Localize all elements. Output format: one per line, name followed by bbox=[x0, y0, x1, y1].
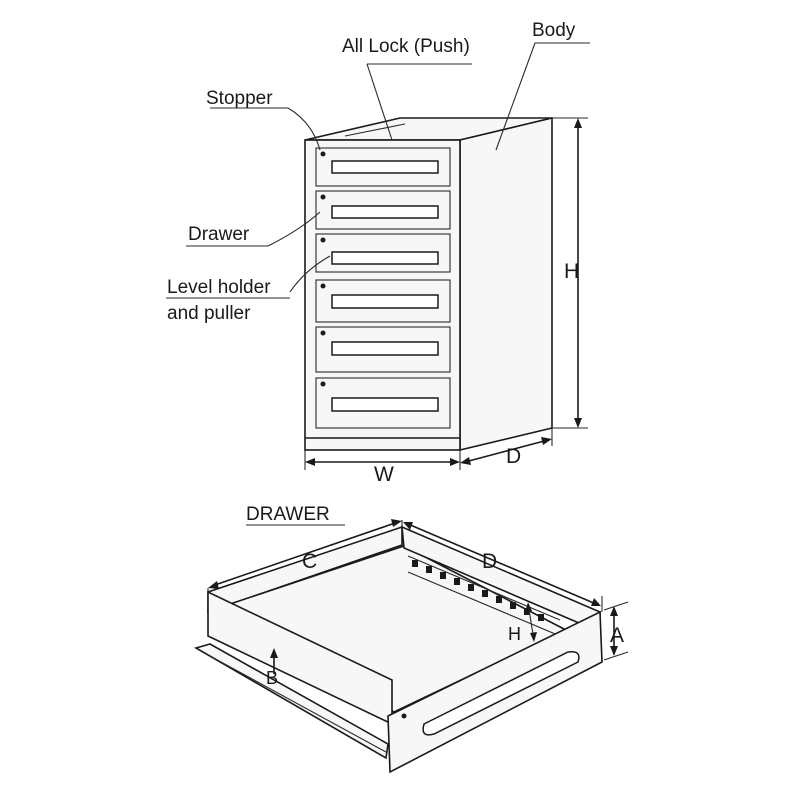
cabinet-drawer-2 bbox=[315, 190, 451, 230]
cabinet-side bbox=[459, 116, 553, 452]
dimension-b bbox=[270, 648, 278, 674]
dimension-d-drawer bbox=[403, 522, 603, 612]
drawer-handle bbox=[331, 251, 439, 265]
dim-w-label: W bbox=[374, 463, 394, 486]
all-lock-label: All Lock (Push) bbox=[342, 36, 470, 57]
dim-h-drawer-label: H bbox=[508, 624, 521, 644]
dimension-h bbox=[552, 117, 588, 429]
cabinet-drawer-1 bbox=[315, 147, 451, 187]
cabinet-drawer-3 bbox=[315, 233, 451, 273]
level-holder-label: Level holder bbox=[167, 277, 271, 298]
stopper-dot bbox=[320, 283, 326, 289]
cabinet-drawer-6 bbox=[315, 377, 451, 429]
drawer-handle bbox=[331, 397, 439, 412]
stopper-dot bbox=[320, 237, 326, 243]
cabinet-drawer-5 bbox=[315, 326, 451, 373]
body-label: Body bbox=[532, 20, 576, 41]
dim-h-label: H bbox=[564, 260, 579, 283]
dim-d-drawer-label: D bbox=[482, 550, 497, 573]
drawer-label: Drawer bbox=[188, 224, 250, 245]
cabinet: All Lock (Push) Body Stopper Drawer Leve… bbox=[166, 20, 590, 486]
stopper-dot bbox=[320, 330, 326, 336]
dimension-h-drawer bbox=[525, 602, 537, 642]
drawer-handle bbox=[331, 205, 439, 219]
leader-lines bbox=[166, 42, 590, 299]
stopper-dot bbox=[320, 194, 326, 200]
dim-a-label: A bbox=[610, 624, 624, 647]
drawer-handle bbox=[331, 341, 439, 356]
cabinet-drawer-4 bbox=[315, 279, 451, 323]
drawer-handle bbox=[331, 160, 439, 174]
dimension-a bbox=[603, 601, 629, 661]
dimension-c bbox=[207, 519, 403, 610]
dim-d-label: D bbox=[506, 445, 521, 468]
dim-c-label: C bbox=[302, 550, 317, 573]
dimension-w bbox=[304, 450, 461, 470]
dim-b-label: B bbox=[266, 668, 278, 688]
and-puller-label: and puller bbox=[167, 303, 251, 324]
drawer-title: DRAWER bbox=[246, 504, 330, 525]
drawer-handle-slot bbox=[422, 650, 580, 736]
stopper-dot bbox=[320, 381, 326, 387]
drawer-stack bbox=[315, 147, 451, 429]
dimension-d bbox=[460, 428, 553, 465]
stopper-dot bbox=[320, 151, 326, 157]
drawer-handle bbox=[331, 294, 439, 309]
drawer-detail: DRAWER bbox=[193, 504, 629, 774]
stopper-label: Stopper bbox=[206, 88, 273, 109]
